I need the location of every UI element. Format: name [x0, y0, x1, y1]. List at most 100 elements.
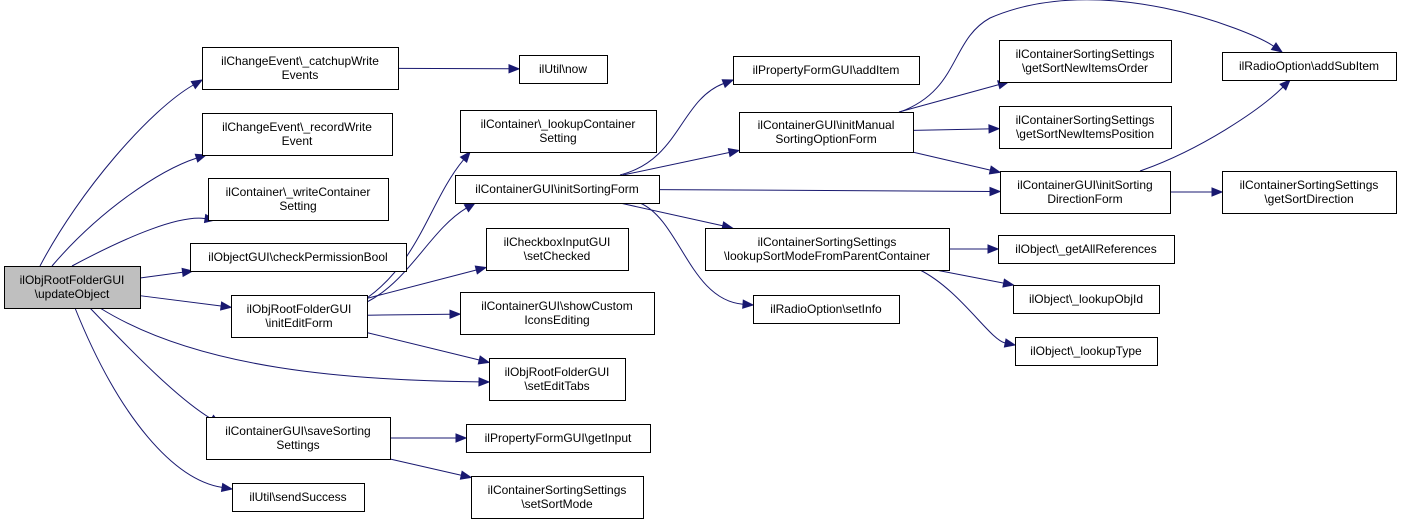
arrowhead-root-to-setedittabs [478, 377, 491, 387]
edge-initmanual-to-getsortnewitemsorder [898, 84, 999, 113]
node-label-setedittabs-1: \setEditTabs [524, 379, 589, 393]
node-label-writecontainer-1: Setting [279, 199, 316, 213]
edge-savesorting-to-setsortmode [389, 458, 462, 476]
arrowhead-initedit-to-checkbox [474, 265, 488, 275]
node-label-getsortnewitemsposition-0: ilContainerSortingSettings [1016, 113, 1155, 127]
edge-initsorting-to-lookupsortmode [619, 202, 723, 227]
node-box-utilnow[interactable] [519, 55, 608, 84]
node-label-sendsuccess-0: ilUtil\sendSuccess [249, 490, 346, 504]
node-box-checkbox[interactable] [486, 228, 629, 271]
node-box-setedittabs[interactable] [489, 358, 626, 401]
node-initedit[interactable]: ilObjRootFolderGUI\initEditForm [231, 295, 368, 338]
node-label-lookupobjid-0: ilObject\_lookupObjId [1029, 292, 1143, 306]
node-label-showcustom-0: ilContainerGUI\showCustom [481, 299, 632, 313]
node-box-getinput[interactable] [466, 424, 651, 453]
node-getsortnewitemsorder[interactable]: ilContainerSortingSettings\getSortNewIte… [999, 40, 1172, 83]
node-box-lookuptype[interactable] [1015, 337, 1158, 366]
node-box-additem[interactable] [733, 56, 920, 85]
node-box-initmanual[interactable] [739, 112, 914, 153]
node-addsubitem[interactable]: ilRadioOption\addSubItem [1222, 52, 1397, 81]
node-box-root[interactable] [4, 266, 141, 309]
node-initsorting[interactable]: ilContainerGUI\initSortingForm [455, 175, 660, 204]
node-box-catchup[interactable] [202, 47, 399, 90]
node-label-utilnow-0: ilUtil\now [539, 62, 587, 76]
edge-root-to-savesorting [89, 307, 212, 420]
edge-root-to-checkperm [139, 271, 183, 279]
node-label-addsubitem-0: ilRadioOption\addSubItem [1239, 59, 1379, 73]
node-label-lookupsortmode-1: \lookupSortModeFromParentContainer [724, 249, 930, 263]
node-label-savesorting-1: Settings [276, 438, 319, 452]
node-box-initsortingdirection[interactable] [1000, 171, 1171, 214]
node-utilnow[interactable]: ilUtil\now [519, 55, 608, 84]
node-label-getsortnewitemsorder-0: ilContainerSortingSettings [1016, 47, 1155, 61]
node-box-lookupobjid[interactable] [1013, 285, 1160, 314]
node-getinput[interactable]: ilPropertyFormGUI\getInput [466, 424, 651, 453]
node-setinfo[interactable]: ilRadioOption\setInfo [753, 295, 900, 324]
arrowhead-initmanual-to-getsortnewitemsposition [988, 124, 1001, 134]
node-label-catchup-0: ilChangeEvent\_catchupWrite [221, 54, 379, 68]
node-label-getsortnewitemsposition-1: \getSortNewItemsPosition [1016, 127, 1154, 141]
node-label-setsortmode-1: \setSortMode [521, 497, 593, 511]
arrowhead-lookupsortmode-to-getallrefs [987, 244, 1000, 254]
node-box-getsortdirection[interactable] [1222, 171, 1397, 214]
node-box-initedit[interactable] [231, 295, 368, 338]
arrowhead-lookupsortmode-to-lookuptype [1003, 338, 1017, 348]
node-label-lookuptype-0: ilObject\_lookupType [1030, 344, 1142, 358]
edges-layer [39, 0, 1291, 493]
node-root[interactable]: ilObjRootFolderGUI\updateObject [4, 266, 141, 309]
node-sendsuccess[interactable]: ilUtil\sendSuccess [232, 483, 365, 512]
node-initmanual[interactable]: ilContainerGUI\initManualSortingOptionFo… [739, 112, 914, 153]
edge-initsorting-to-additem [619, 83, 724, 176]
node-box-showcustom[interactable] [460, 292, 655, 335]
node-box-recordwrite[interactable] [202, 113, 393, 156]
node-box-lookupcontainer[interactable] [460, 110, 657, 153]
arrowhead-initsorting-to-initsortingdirection [989, 186, 1002, 197]
node-box-sendsuccess[interactable] [232, 483, 365, 512]
node-getsortnewitemsposition[interactable]: ilContainerSortingSettings\getSortNewIte… [999, 106, 1172, 149]
node-label-initsortingdirection-1: DirectionForm [1047, 192, 1122, 206]
node-setedittabs[interactable]: ilObjRootFolderGUI\setEditTabs [489, 358, 626, 401]
node-additem[interactable]: ilPropertyFormGUI\addItem [733, 56, 920, 85]
node-box-savesorting[interactable] [206, 417, 391, 460]
node-box-addsubitem[interactable] [1222, 52, 1397, 81]
node-box-checkperm[interactable] [190, 243, 407, 272]
node-label-initedit-0: ilObjRootFolderGUI [247, 302, 352, 316]
edge-root-to-writecontainer [71, 217, 206, 267]
node-lookupsortmode[interactable]: ilContainerSortingSettings\lookupSortMod… [705, 228, 950, 271]
edge-initmanual-to-initsortingdirection [912, 151, 991, 171]
node-setsortmode[interactable]: ilContainerSortingSettings\setSortMode [471, 476, 644, 519]
node-box-setinfo[interactable] [753, 295, 900, 324]
node-getsortdirection[interactable]: ilContainerSortingSettings\getSortDirect… [1222, 171, 1397, 214]
node-box-setsortmode[interactable] [471, 476, 644, 519]
node-label-additem-0: ilPropertyFormGUI\addItem [753, 63, 900, 77]
node-box-lookupsortmode[interactable] [705, 228, 950, 271]
arrowhead-savesorting-to-setsortmode [459, 470, 473, 480]
arrowhead-initsortingdirection-to-getsortdirection [1211, 187, 1224, 197]
node-checkperm[interactable]: ilObjectGUI\checkPermissionBool [190, 243, 407, 272]
node-checkbox[interactable]: ilCheckboxInputGUI\setChecked [486, 228, 629, 271]
node-lookupobjid[interactable]: ilObject\_lookupObjId [1013, 285, 1160, 314]
edge-lookupsortmode-to-lookupobjid [935, 269, 1004, 284]
node-label-initsorting-0: ilContainerGUI\initSortingForm [475, 182, 638, 196]
node-box-getsortnewitemsposition[interactable] [999, 106, 1172, 149]
node-box-getsortnewitemsorder[interactable] [999, 40, 1172, 83]
node-label-initsortingdirection-0: ilContainerGUI\initSorting [1017, 178, 1152, 192]
arrowhead-initedit-to-initsorting [463, 202, 477, 213]
node-box-writecontainer[interactable] [208, 178, 389, 221]
arrowhead-initmanual-to-addsubitem [1270, 42, 1284, 53]
arrowhead-root-to-recordwrite [194, 153, 208, 163]
arrowhead-initmanual-to-initsortingdirection [988, 165, 1002, 175]
node-getallrefs[interactable]: ilObject\_getAllReferences [998, 235, 1175, 264]
node-box-initsorting[interactable] [455, 175, 660, 204]
node-box-getallrefs[interactable] [998, 235, 1175, 264]
node-label-recordwrite-0: ilChangeEvent\_recordWrite [222, 120, 372, 134]
node-lookuptype[interactable]: ilObject\_lookupType [1015, 337, 1158, 366]
